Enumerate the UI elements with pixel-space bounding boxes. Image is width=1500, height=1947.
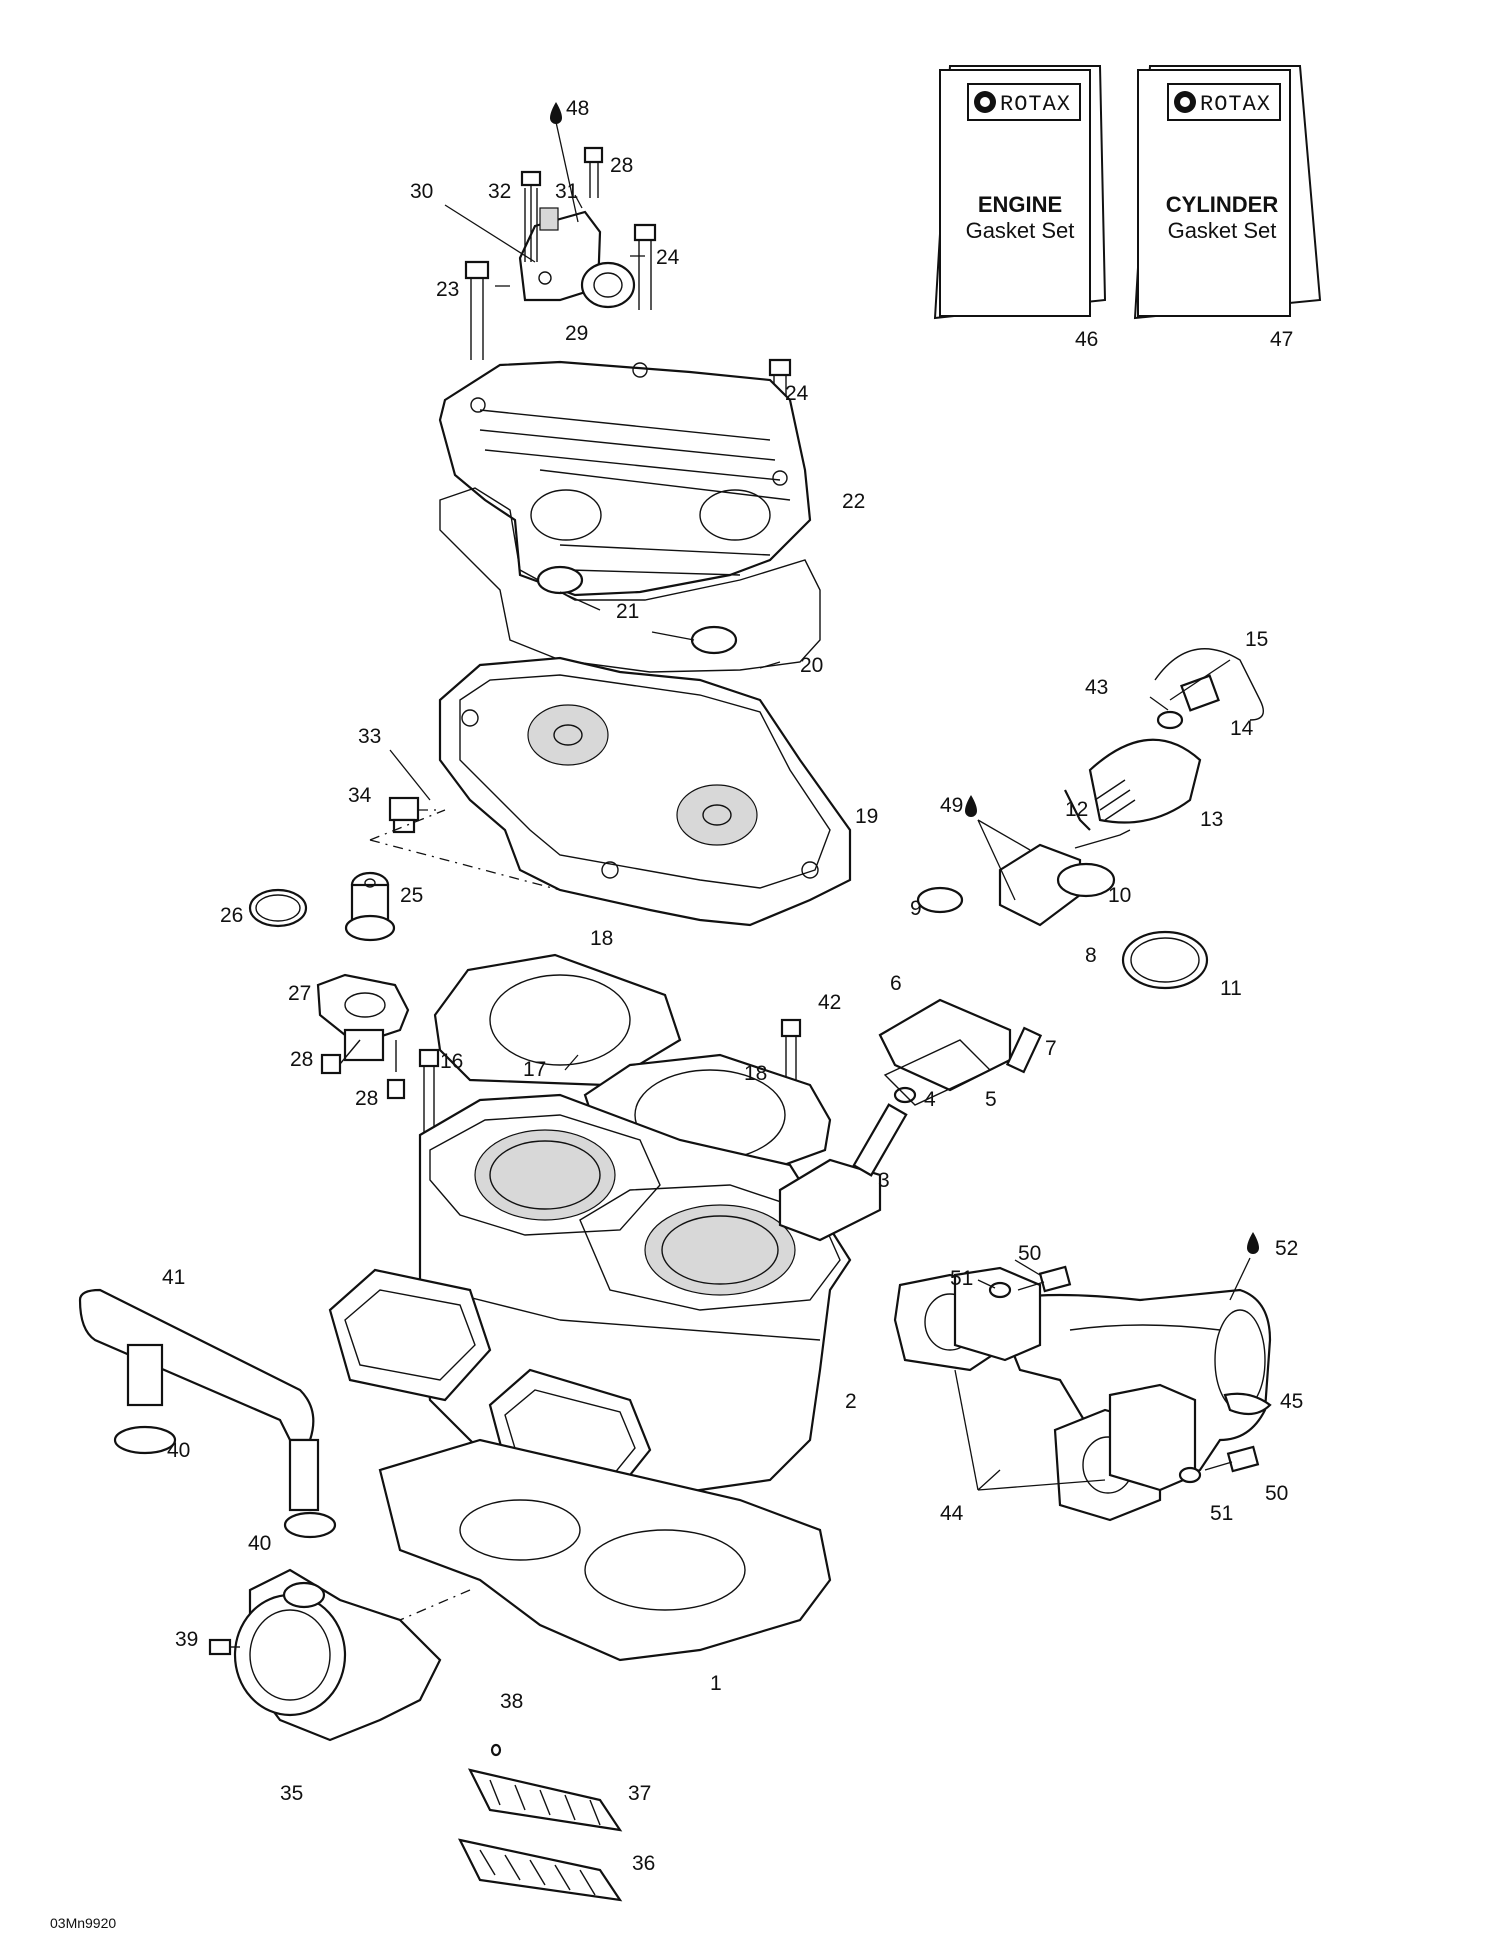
callout-2: 2 bbox=[845, 1390, 857, 1413]
callout-39: 39 bbox=[175, 1628, 198, 1651]
liquid-drop-icon bbox=[965, 795, 977, 817]
callout-46: 46 bbox=[1075, 328, 1098, 351]
callout-38: 38 bbox=[500, 1690, 523, 1713]
drain-plug bbox=[388, 796, 440, 834]
liquid-drop-icon bbox=[1247, 1232, 1259, 1254]
manifold-bolts bbox=[988, 1232, 1260, 1484]
callout-30: 30 bbox=[410, 180, 433, 203]
housing-bolts bbox=[320, 1039, 406, 1100]
callout-24: 24 bbox=[785, 382, 809, 405]
callout-34: 34 bbox=[348, 784, 372, 807]
assembly-axis-line bbox=[399, 1589, 471, 1621]
callout-28: 28 bbox=[355, 1087, 378, 1110]
exhaust-valve-assembly bbox=[778, 648, 1264, 1242]
callout-49: 49 bbox=[940, 794, 963, 817]
thermostat bbox=[344, 871, 396, 942]
cover-gasket bbox=[439, 487, 821, 673]
assembly-axis-line bbox=[369, 839, 561, 891]
callout-28: 28 bbox=[290, 1048, 313, 1071]
callout-44: 44 bbox=[940, 1502, 964, 1525]
assembly-axis-line bbox=[369, 809, 446, 841]
callout-12: 12 bbox=[1065, 798, 1088, 821]
reed-petals bbox=[457, 1743, 623, 1902]
callout-5: 5 bbox=[985, 1088, 997, 1111]
callout-26: 26 bbox=[220, 904, 243, 927]
booklet-brand: ROTAX bbox=[1000, 92, 1071, 117]
callout-32: 32 bbox=[488, 180, 511, 203]
callout-21: 21 bbox=[616, 600, 639, 623]
callout-16: 16 bbox=[440, 1050, 463, 1073]
callout-40: 40 bbox=[167, 1439, 190, 1462]
callout-9: 9 bbox=[910, 897, 922, 920]
callout-51: 51 bbox=[950, 1267, 973, 1290]
callout-24: 24 bbox=[656, 246, 680, 269]
callout-51: 51 bbox=[1210, 1502, 1233, 1525]
booklet-subtitle: Gasket Set bbox=[966, 218, 1075, 243]
callout-18: 18 bbox=[744, 1062, 767, 1085]
callout-numbers: 48 28 30 32 31 24 23 29 24 22 21 20 15 4… bbox=[162, 97, 1303, 1875]
liquid-drop-icon bbox=[550, 102, 562, 124]
drawing-reference: 03Mn9920 bbox=[50, 1915, 116, 1931]
callout-31: 31 bbox=[555, 180, 578, 203]
hose-clamps bbox=[113, 1425, 337, 1539]
callout-10: 10 bbox=[1108, 884, 1131, 907]
callout-45: 45 bbox=[1280, 1390, 1303, 1413]
callout-50: 50 bbox=[1018, 1242, 1041, 1265]
callout-23: 23 bbox=[436, 278, 459, 301]
cylinder-head bbox=[438, 656, 852, 927]
callout-52: 52 bbox=[1275, 1237, 1298, 1260]
callout-4: 4 bbox=[924, 1088, 936, 1111]
booklet-subtitle: Gasket Set bbox=[1168, 218, 1277, 243]
booklet-title: ENGINE bbox=[978, 192, 1062, 217]
callout-48: 48 bbox=[566, 97, 589, 120]
callout-42: 42 bbox=[818, 991, 841, 1014]
callout-27: 27 bbox=[288, 982, 311, 1005]
rotax-logo-box bbox=[1167, 83, 1281, 121]
cylinder-gasket-set-booklet: ROTAX CYLINDER Gasket Set bbox=[1133, 65, 1322, 320]
callout-14: 14 bbox=[1230, 717, 1254, 740]
o-ring bbox=[690, 625, 738, 655]
leader-lines bbox=[389, 194, 1231, 1491]
thermostat-seal-ring bbox=[248, 888, 308, 928]
callout-17: 17 bbox=[523, 1058, 546, 1081]
callout-47: 47 bbox=[1270, 328, 1293, 351]
booklet-title: CYLINDER bbox=[1166, 192, 1279, 217]
booklet-brand: ROTAX bbox=[1200, 92, 1271, 117]
callout-33: 33 bbox=[358, 725, 381, 748]
callout-36: 36 bbox=[632, 1852, 655, 1875]
callout-29: 29 bbox=[565, 322, 588, 345]
bolt-group-top bbox=[464, 102, 792, 445]
callout-15: 15 bbox=[1245, 628, 1268, 651]
thermostat-housing bbox=[316, 973, 410, 1062]
exhaust-manifold bbox=[998, 1288, 1272, 1482]
callout-35: 35 bbox=[280, 1782, 303, 1805]
manifold-gaskets bbox=[893, 1266, 1197, 1522]
callout-19: 19 bbox=[855, 805, 878, 828]
coolant-hose bbox=[78, 1288, 320, 1512]
cylinder-base-gasket bbox=[378, 1438, 832, 1662]
cylinder-head-cover bbox=[438, 360, 812, 597]
callout-40: 40 bbox=[248, 1532, 271, 1555]
callout-43: 43 bbox=[1085, 676, 1108, 699]
carburetor-adaptor bbox=[208, 1568, 442, 1742]
callout-11: 11 bbox=[1220, 977, 1242, 1000]
engine-gasket-set-booklet: ROTAX ENGINE Gasket Set bbox=[933, 65, 1107, 320]
water-outlet-fitting bbox=[518, 207, 636, 309]
callout-22: 22 bbox=[842, 490, 865, 513]
callout-1: 1 bbox=[710, 1672, 722, 1695]
callout-18: 18 bbox=[590, 927, 613, 950]
o-ring bbox=[536, 565, 584, 595]
callout-8: 8 bbox=[1085, 944, 1097, 967]
callout-3: 3 bbox=[878, 1169, 890, 1192]
callout-20: 20 bbox=[800, 654, 823, 677]
callout-25: 25 bbox=[400, 884, 423, 907]
callout-37: 37 bbox=[628, 1782, 651, 1805]
callout-50: 50 bbox=[1265, 1482, 1288, 1505]
callout-13: 13 bbox=[1200, 808, 1223, 831]
callout-7: 7 bbox=[1045, 1037, 1057, 1060]
callout-41: 41 bbox=[162, 1266, 185, 1289]
callout-6: 6 bbox=[890, 972, 902, 995]
callout-28: 28 bbox=[610, 154, 633, 177]
